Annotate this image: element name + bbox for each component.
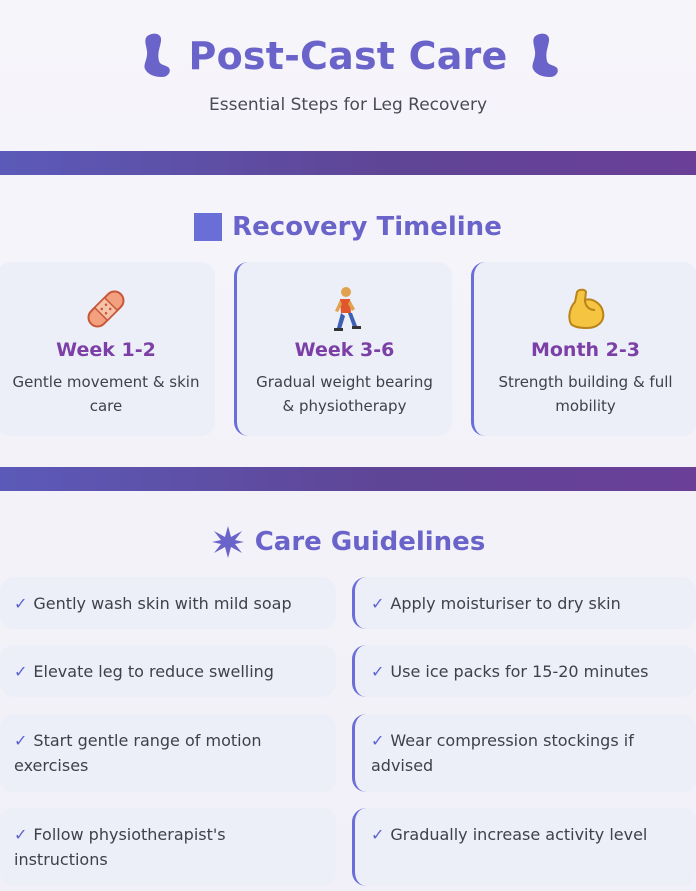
card-description: Gradual weight bearing & physiotherapy [256, 373, 433, 415]
timeline-heading-text: Recovery Timeline [232, 212, 502, 242]
checkmark-icon: ✓ [371, 662, 385, 681]
guidelines-heading: Care Guidelines [0, 522, 696, 562]
card-title: Week 1-2 [56, 339, 156, 361]
guideline-item: ✓ Elevate leg to reduce swelling [0, 645, 336, 697]
checkmark-icon: ✓ [14, 594, 28, 613]
leg-icon [144, 33, 170, 77]
checkmark-icon: ✓ [14, 662, 28, 681]
flexed-biceps-icon [474, 286, 696, 332]
guideline-text: Gradually increase activity level [390, 825, 648, 844]
card-title: Week 3-6 [294, 339, 395, 361]
checkmark-icon: ✓ [14, 825, 28, 844]
timeline-card-week-3-6: Week 3-6 Gradual weight bearing & physio… [234, 262, 452, 436]
timeline-card-week-1-2: Week 1-2 Gentle movement & skin care [0, 262, 215, 436]
title-row: Post-Cast Care [0, 30, 696, 82]
guideline-text: Apply moisturiser to dry skin [390, 594, 621, 613]
burst-icon [211, 526, 244, 558]
card-title: Month 2-3 [530, 339, 641, 361]
guideline-text: Elevate leg to reduce swelling [33, 662, 274, 681]
bandage-icon [0, 286, 215, 332]
leg-icon [532, 33, 559, 77]
card-description: Gentle movement & skin care [12, 373, 200, 415]
guidelines-heading-text: Care Guidelines [254, 527, 486, 557]
page-subtitle: Essential Steps for Leg Recovery [208, 95, 488, 115]
page-title: Post-Cast Care [188, 34, 508, 78]
square-icon [194, 213, 223, 241]
guideline-item: ✓ Gradually increase activity level [352, 808, 696, 886]
walking-person-icon [237, 286, 452, 332]
guideline-item: ✓Wear compression stockings if advised [352, 714, 696, 792]
timeline-card-month-2-3: Month 2-3 Strength building & full mobil… [471, 262, 696, 436]
guideline-text: Wear compression stockings if advised [371, 731, 634, 775]
guideline-text: Gently wash skin with mild soap [33, 594, 292, 613]
guideline-item: ✓ Use ice packs for 15-20 minutes [352, 645, 696, 697]
divider-band [0, 151, 696, 175]
divider-band [0, 467, 696, 491]
guideline-item: ✓ Apply moisturiser to dry skin [352, 577, 696, 629]
timeline-heading: Recovery Timeline [0, 207, 696, 247]
guideline-item: ✓Follow physiotherapist's instructions [0, 808, 336, 886]
guideline-text: Start gentle range of motion exercises [14, 731, 262, 775]
guideline-item: ✓Start gentle range of motion exercises [0, 714, 336, 792]
guideline-text: Use ice packs for 15-20 minutes [390, 662, 649, 681]
checkmark-icon: ✓ [14, 731, 28, 750]
checkmark-icon: ✓ [371, 594, 385, 613]
guideline-text: Follow physiotherapist's instructions [14, 825, 226, 869]
guideline-item: ✓ Gently wash skin with mild soap [0, 577, 336, 629]
checkmark-icon: ✓ [371, 825, 385, 844]
header: Post-Cast Care Essential Steps for Leg R… [0, 0, 696, 150]
checkmark-icon: ✓ [371, 731, 385, 750]
card-description: Strength building & full mobility [498, 373, 673, 415]
